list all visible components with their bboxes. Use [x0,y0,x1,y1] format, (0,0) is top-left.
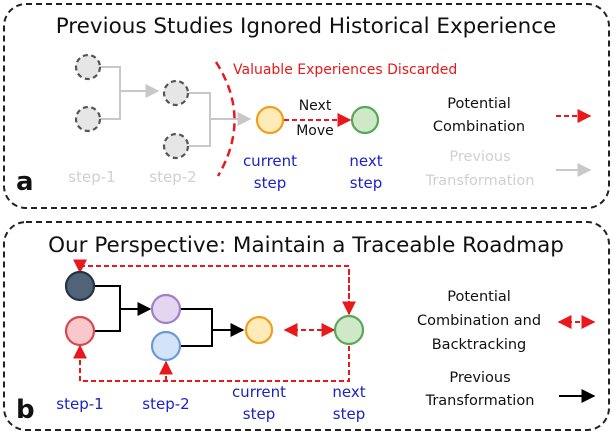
current-step-label: current [243,152,297,170]
panel-a-letter: a [16,167,34,197]
legend-previous-label-2: Transformation [425,173,535,189]
faded-nodes [74,53,190,160]
current-step-label-b: current [232,383,286,401]
panel-b-frame [3,221,610,431]
panel-a: Previous Studies Ignored Historical Expe… [3,3,610,209]
panel-b-letter: b [16,395,35,425]
faded-node [162,132,190,160]
legend-previous-label: Previous [449,149,510,165]
current-step-node [255,105,285,135]
next-step-label: next [349,152,382,170]
next-step-node [350,105,380,135]
next-step-node-b [333,314,365,346]
next-move-label-bottom: Move [296,123,334,139]
step-2-label-b: step-2 [142,395,189,413]
discarded-label: Valuable Experiences Discarded [233,62,457,78]
step-2-node-purple [150,293,182,325]
next-step-label-b-2: step [333,405,365,423]
previous-transformation-edges [100,66,252,147]
step-2-label: step-2 [149,168,196,186]
step-1-label: step-1 [68,168,115,186]
legend-potential-label-b-3: Backtracking [432,337,527,353]
panel-b: Our Perspective: Maintain a Traceable Ro… [3,221,610,431]
next-move-label-top: Next [299,98,332,114]
discarded-boundary-arc [214,61,236,177]
step-1-node-pink [64,315,96,347]
step-1-label-b: step-1 [56,395,103,413]
legend-previous-label-b-2: Transformation [425,393,535,409]
next-step-label-b: next [332,383,365,401]
current-step-label-2: step [254,174,286,192]
panel-a-frame [3,3,610,209]
step-2-node-blue [150,330,182,362]
legend-potential-label: Potential [447,96,511,112]
faded-node [74,105,102,133]
legend-potential-label-b-2: Combination and [417,313,541,329]
legend-potential-label-2: Combination [433,119,525,135]
legend-potential-label-b: Potential [447,289,511,305]
faded-node [162,79,190,107]
panel-b-title: Our Perspective: Maintain a Traceable Ro… [48,233,564,258]
step-1-node-navy [64,270,96,302]
previous-transformation-edges-b [94,285,245,347]
current-step-node-b [244,315,274,345]
backtracking-edges [73,259,356,382]
next-step-label-2: step [350,174,382,192]
legend-previous-label-b: Previous [449,370,510,386]
panel-a-title: Previous Studies Ignored Historical Expe… [56,14,557,39]
faded-node [74,53,102,81]
current-step-label-b-2: step [243,405,275,423]
